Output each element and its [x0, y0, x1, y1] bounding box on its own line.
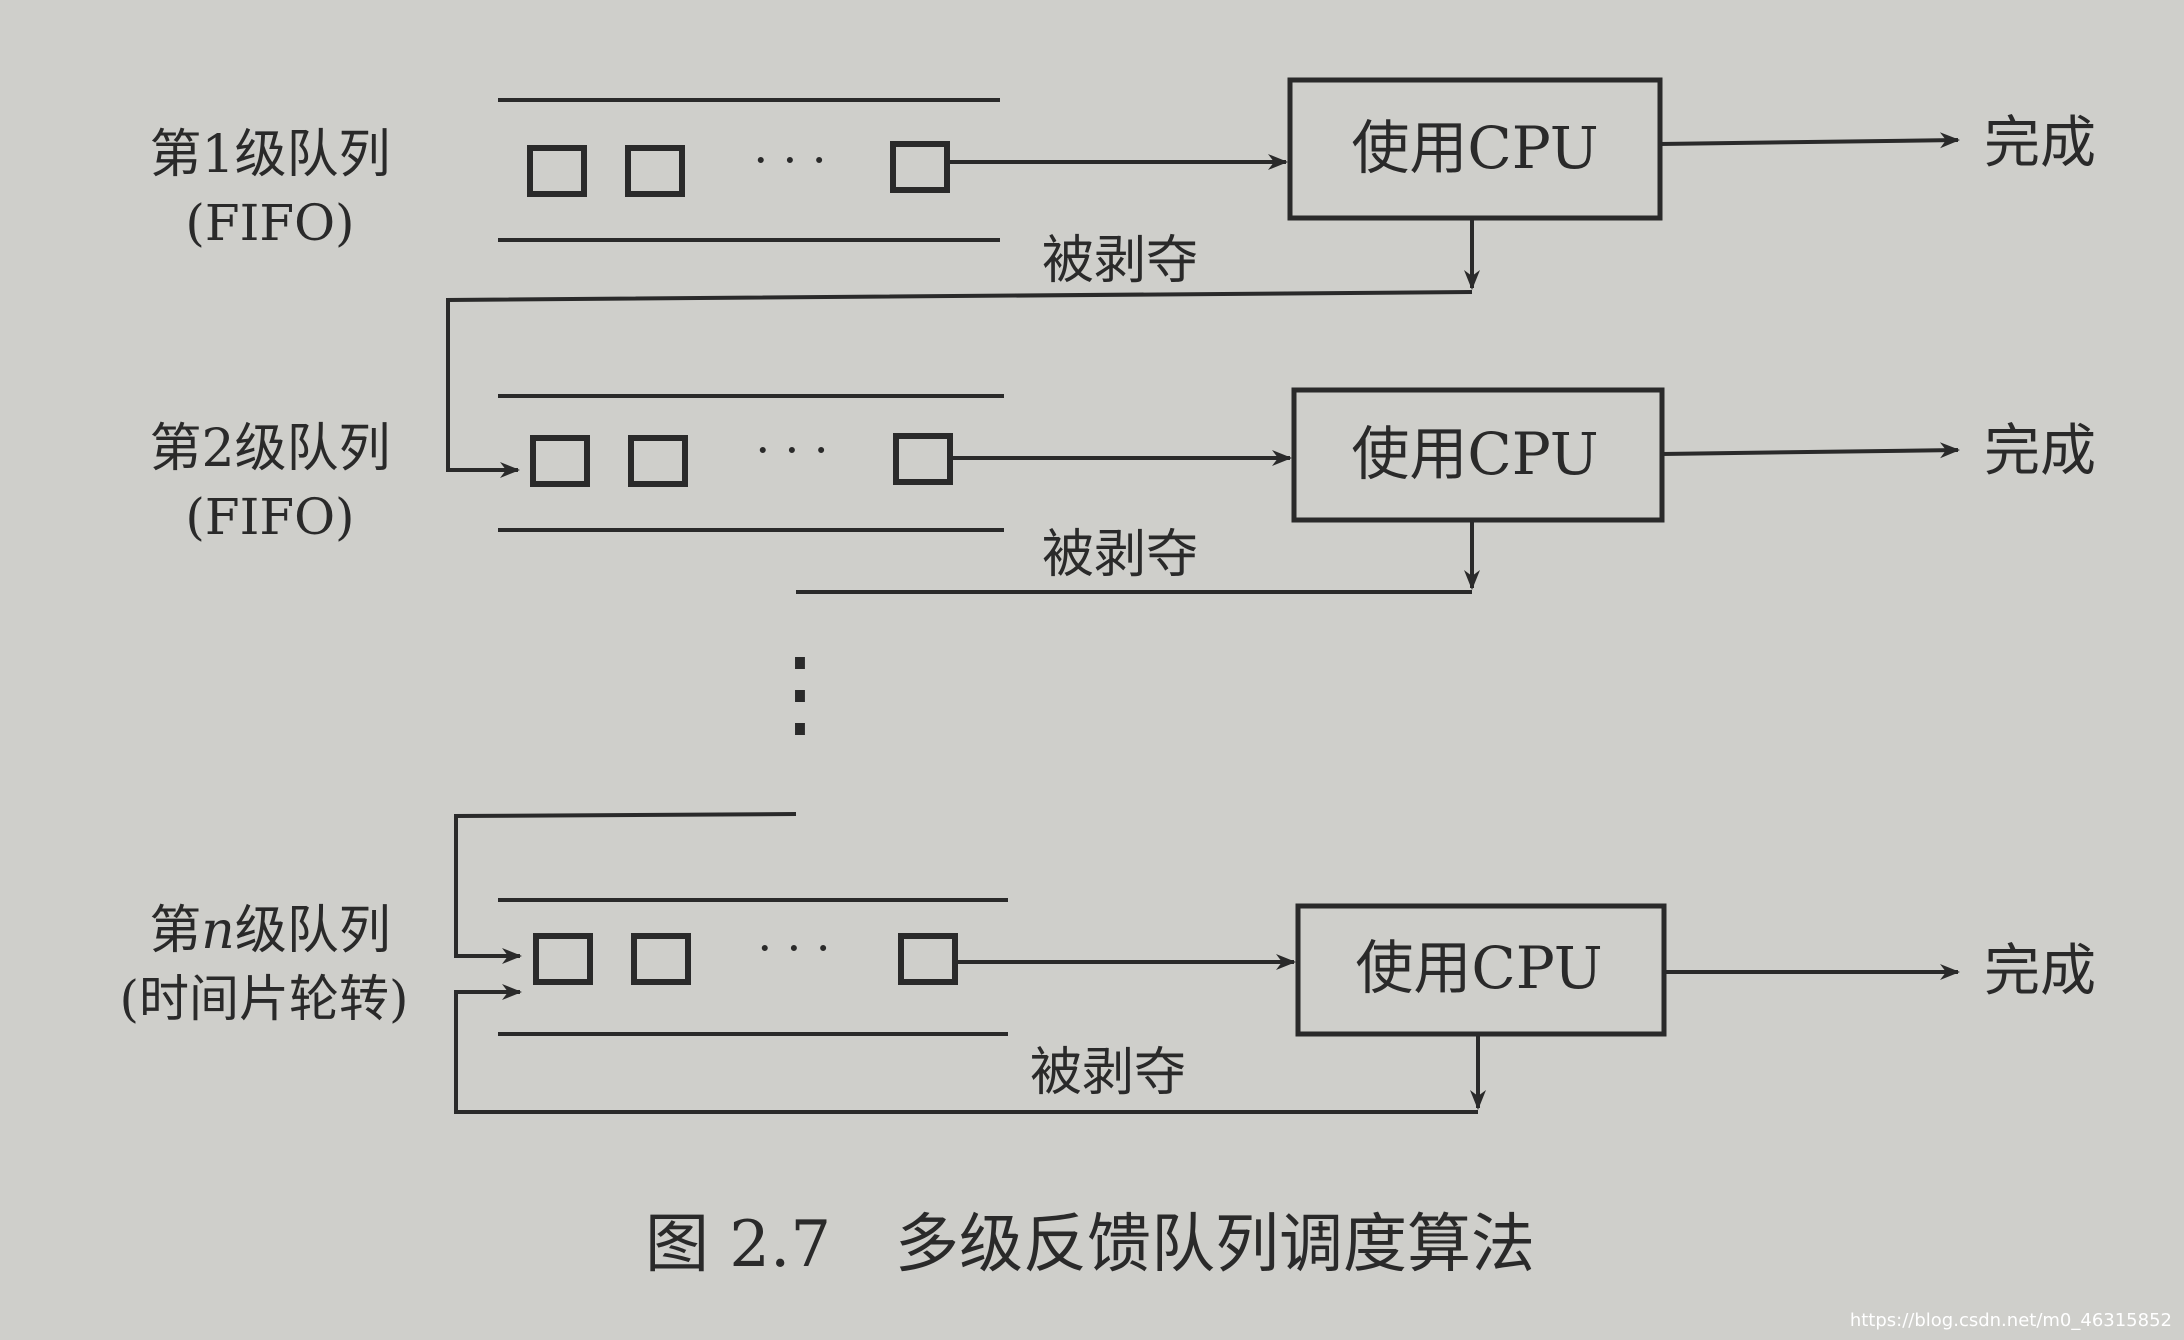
level-n-name-suffix: 级队列	[235, 901, 391, 961]
figure-caption: 图 2.7 多级反馈队列调度算法	[645, 1208, 1535, 1282]
queue-level-1: 第1级队列 (FIFO) · · · 使用CPU 完成 被剥夺	[149, 77, 2096, 478]
level-n-done-label: 完成	[1984, 939, 2096, 1004]
queue-level-n: 第n级队列 (时间片轮转) · · · 使用CPU 完成 被剥夺	[119, 812, 2096, 1114]
level-2-cpu-box	[1291, 387, 1665, 523]
source-watermark: https://blog.csdn.net/m0_46315852	[1850, 1310, 2172, 1331]
level-2-process-box	[530, 435, 590, 487]
level-n-ellipsis: · · ·	[757, 921, 830, 975]
level-1-done-label: 完成	[1984, 111, 2096, 176]
level-1-process-box	[527, 145, 587, 197]
level-n-round-robin-feedback-arrow	[454, 984, 1478, 1114]
level-n-name: 第n级队列	[149, 901, 391, 961]
level-1-ellipsis: · · ·	[753, 133, 826, 187]
level-2-process-box	[628, 435, 688, 487]
level-1-process-box	[890, 141, 950, 193]
level-n-name-prefix: 第	[149, 901, 201, 961]
level-2-process-box	[893, 433, 953, 485]
level-1-cpu-label: 使用CPU	[1351, 114, 1598, 182]
level-n-incoming-from-above-arrow	[454, 812, 797, 964]
level-n-cpu-label: 使用CPU	[1355, 934, 1602, 1002]
level-n-process-box	[533, 933, 593, 985]
level-n-process-box	[898, 933, 958, 985]
level-2-name: 第2级队列	[149, 419, 390, 479]
level-1-done-arrow	[1659, 132, 1960, 149]
level-1-name: 第1级队列	[149, 125, 390, 185]
level-n-process-box	[631, 933, 691, 985]
level-n-preempt-label: 被剥夺	[1030, 1043, 1186, 1103]
level-1-preempt-label: 被剥夺	[1042, 231, 1198, 291]
level-n-policy: (时间片轮转)	[119, 970, 408, 1028]
level-1-policy: (FIFO)	[185, 194, 354, 252]
queue-level-2: 第2级队列 (FIFO) · · · 使用CPU 完成 被剥夺	[149, 387, 2096, 594]
level-2-done-label: 完成	[1984, 419, 2096, 484]
level-2-preempt-label: 被剥夺	[1042, 525, 1198, 585]
level-n-name-variable: n	[201, 901, 235, 961]
level-2-cpu-label: 使用CPU	[1351, 420, 1598, 488]
level-1-to-level-2-feedback-arrow	[446, 290, 1473, 478]
level-2-done-arrow	[1661, 442, 1960, 459]
level-2-ellipsis: · · ·	[755, 423, 828, 477]
level-2-policy: (FIFO)	[185, 488, 354, 546]
level-1-process-box	[625, 145, 685, 197]
level-1-cpu-box	[1287, 77, 1663, 221]
levels-vertical-ellipsis: ⋮	[752, 637, 848, 749]
